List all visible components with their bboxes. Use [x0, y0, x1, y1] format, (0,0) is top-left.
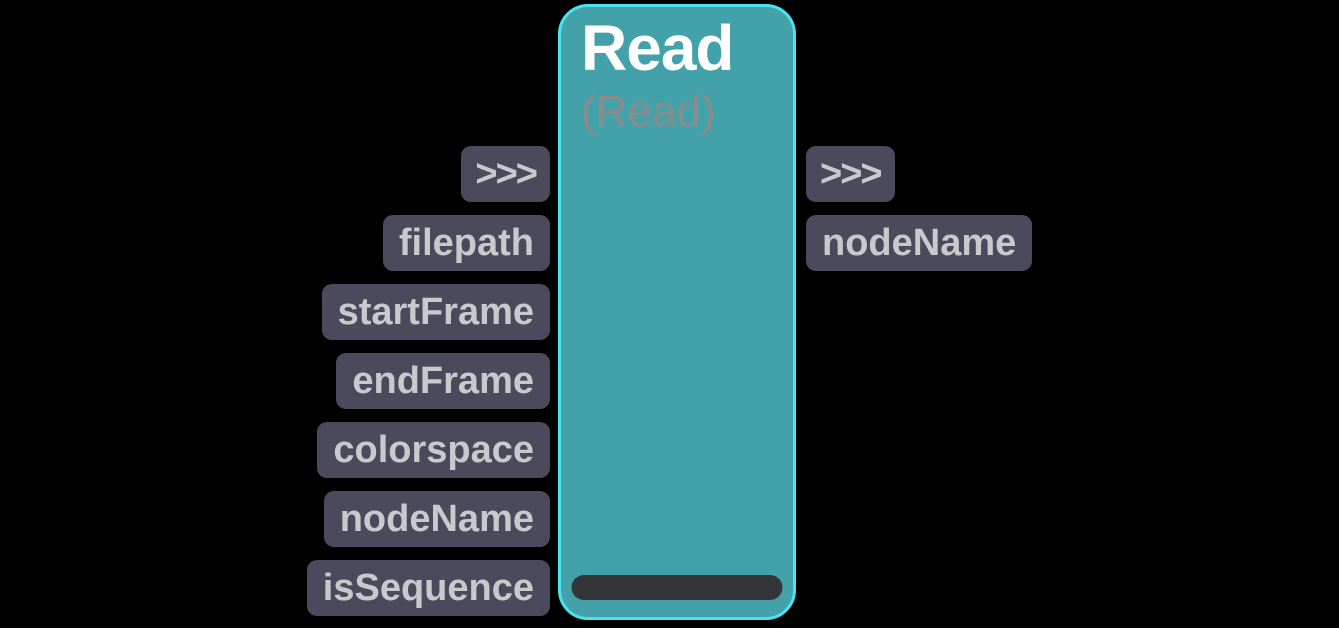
input-port-colorspace[interactable]: colorspace [317, 422, 550, 478]
node-subtitle: (Read) [581, 87, 716, 137]
input-port-nodename[interactable]: nodeName [323, 491, 550, 547]
read-node[interactable]: Read (Read) [558, 4, 796, 620]
input-port-startframe[interactable]: startFrame [321, 284, 550, 340]
input-ports: >>> filepath startFrame endFrame colorsp… [306, 146, 550, 616]
output-port-nodename[interactable]: nodeName [806, 215, 1033, 271]
input-port-filepath[interactable]: filepath [382, 215, 550, 271]
input-port-endframe[interactable]: endFrame [336, 353, 550, 409]
input-port-exec[interactable]: >>> [461, 146, 550, 202]
input-port-issequence[interactable]: isSequence [306, 560, 550, 616]
output-port-exec[interactable]: >>> [806, 146, 895, 202]
output-ports: >>> nodeName [806, 146, 1033, 271]
node-title: Read [581, 12, 735, 84]
node-drag-bar [571, 575, 783, 600]
